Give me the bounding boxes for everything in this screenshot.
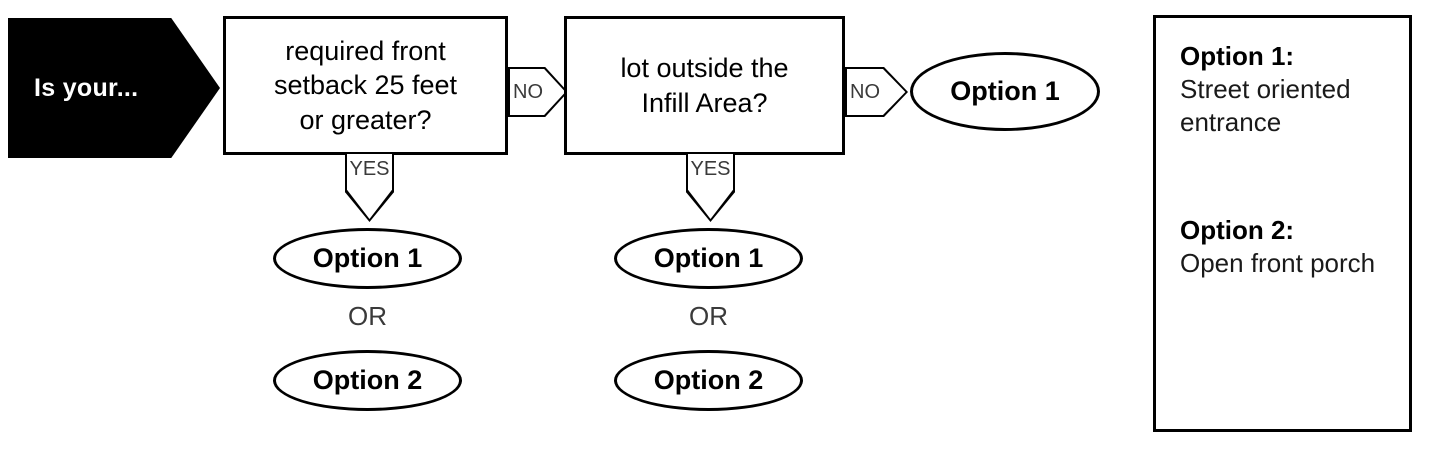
start-node-is-your: Is your...	[8, 18, 220, 158]
or-label-right: OR	[689, 301, 728, 331]
outcome-option-2-right: Option 2	[614, 350, 803, 411]
outcome-option-2-left: Option 2	[273, 350, 462, 411]
outcome-option-1-right: Option 1	[614, 228, 803, 289]
legend-item-option-1-description: Street oriented entrance	[1180, 73, 1351, 137]
connector-yes-1: YES	[345, 154, 394, 222]
connector-yes-1-label: YES	[349, 158, 390, 180]
decision-line-1: lot outside the	[620, 52, 789, 83]
connector-no-2: NO	[845, 67, 908, 117]
connector-no-1-label: NO	[513, 80, 543, 103]
start-node-label: Is your...	[34, 73, 139, 102]
connector-no-1: NO	[508, 67, 568, 117]
connector-yes-2: YES	[686, 154, 735, 222]
legend-item-option-1-title: Option 1:	[1180, 41, 1295, 71]
decision-line-2: setback 25 feet	[273, 70, 458, 101]
outcome-option-1-top-right: Option 1	[910, 52, 1100, 131]
decision-line-1: required front	[285, 35, 446, 66]
decision-box-infill-area: lot outside the Infill Area?	[564, 16, 845, 155]
legend-item-option-2-title: Option 2:	[1180, 215, 1295, 245]
decision-line-2: Infill Area?	[641, 87, 768, 118]
legend-item-option-1: Option 1: Street oriented entrance	[1180, 40, 1409, 138]
connector-no-2-label: NO	[850, 80, 880, 103]
connector-yes-2-label: YES	[690, 158, 731, 180]
decision-box-front-setback: required front setback 25 feet or greate…	[223, 16, 508, 155]
legend-item-option-2: Option 2: Open front porch	[1180, 214, 1375, 280]
legend-item-option-2-description: Open front porch	[1180, 247, 1376, 278]
or-label-left: OR	[348, 301, 387, 331]
decision-box-front-setback-text: required front setback 25 feet or greate…	[274, 34, 457, 138]
outcome-option-1-left: Option 1	[273, 228, 462, 289]
decision-line-3: or greater?	[299, 104, 432, 135]
decision-box-infill-area-text: lot outside the Infill Area?	[620, 51, 788, 120]
legend-panel: Option 1: Street oriented entrance Optio…	[1153, 15, 1412, 432]
